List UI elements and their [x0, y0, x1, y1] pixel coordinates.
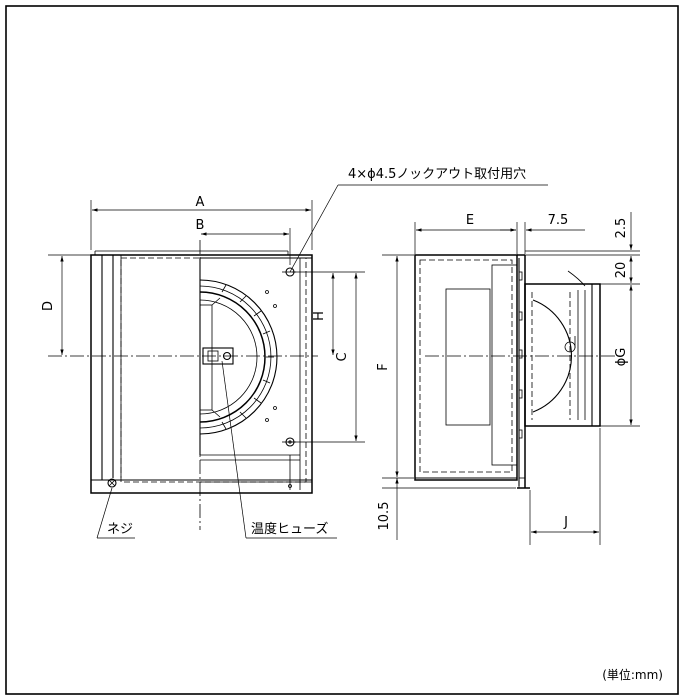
damper-arc-ticks: [221, 284, 274, 430]
front-dimensions: A B D H C: [41, 195, 365, 443]
dimension-20-label: 20: [614, 262, 629, 279]
dimension-E-label: E: [466, 213, 474, 228]
dimension-J-label: J: [563, 515, 568, 530]
thermal-fuse-callout: 温度ヒューズ: [251, 521, 328, 537]
knockout-holes-callout: 4×ϕ4.5ノックアウト取付用穴: [348, 167, 526, 182]
front-body-outline: [90, 254, 313, 494]
screw-mark: [107, 478, 117, 488]
duct-collar-outline: [524, 283, 601, 427]
callouts: 4×ϕ4.5ノックアウト取付用穴 ネジ 温度ヒューズ: [96, 167, 548, 539]
drawing-frame: [5, 5, 679, 695]
dimension-B-label: B: [196, 218, 205, 233]
dimension-7-5-label: 7.5: [548, 213, 569, 228]
dimension-G-label: ϕG: [614, 348, 629, 367]
dimension-C-label: C: [335, 352, 350, 361]
side-damper-arc: [532, 299, 572, 413]
unit-note: (単位:mm): [602, 667, 663, 682]
side-view: [414, 254, 620, 489]
dimension-H-label: H: [312, 311, 327, 321]
dimension-2-5-label: 2.5: [614, 218, 629, 239]
dimension-F-label: F: [376, 363, 391, 370]
dimension-D-label: D: [41, 301, 56, 311]
screw-callout: ネジ: [107, 522, 133, 537]
dimension-A-label: A: [196, 195, 205, 210]
dimension-10-5-label: 10.5: [377, 502, 392, 531]
side-dimensions: E 7.5 2.5 20 ϕG F 10.5 J: [376, 212, 640, 545]
damper-outer-arc: [199, 279, 278, 435]
front-view: [48, 240, 318, 530]
